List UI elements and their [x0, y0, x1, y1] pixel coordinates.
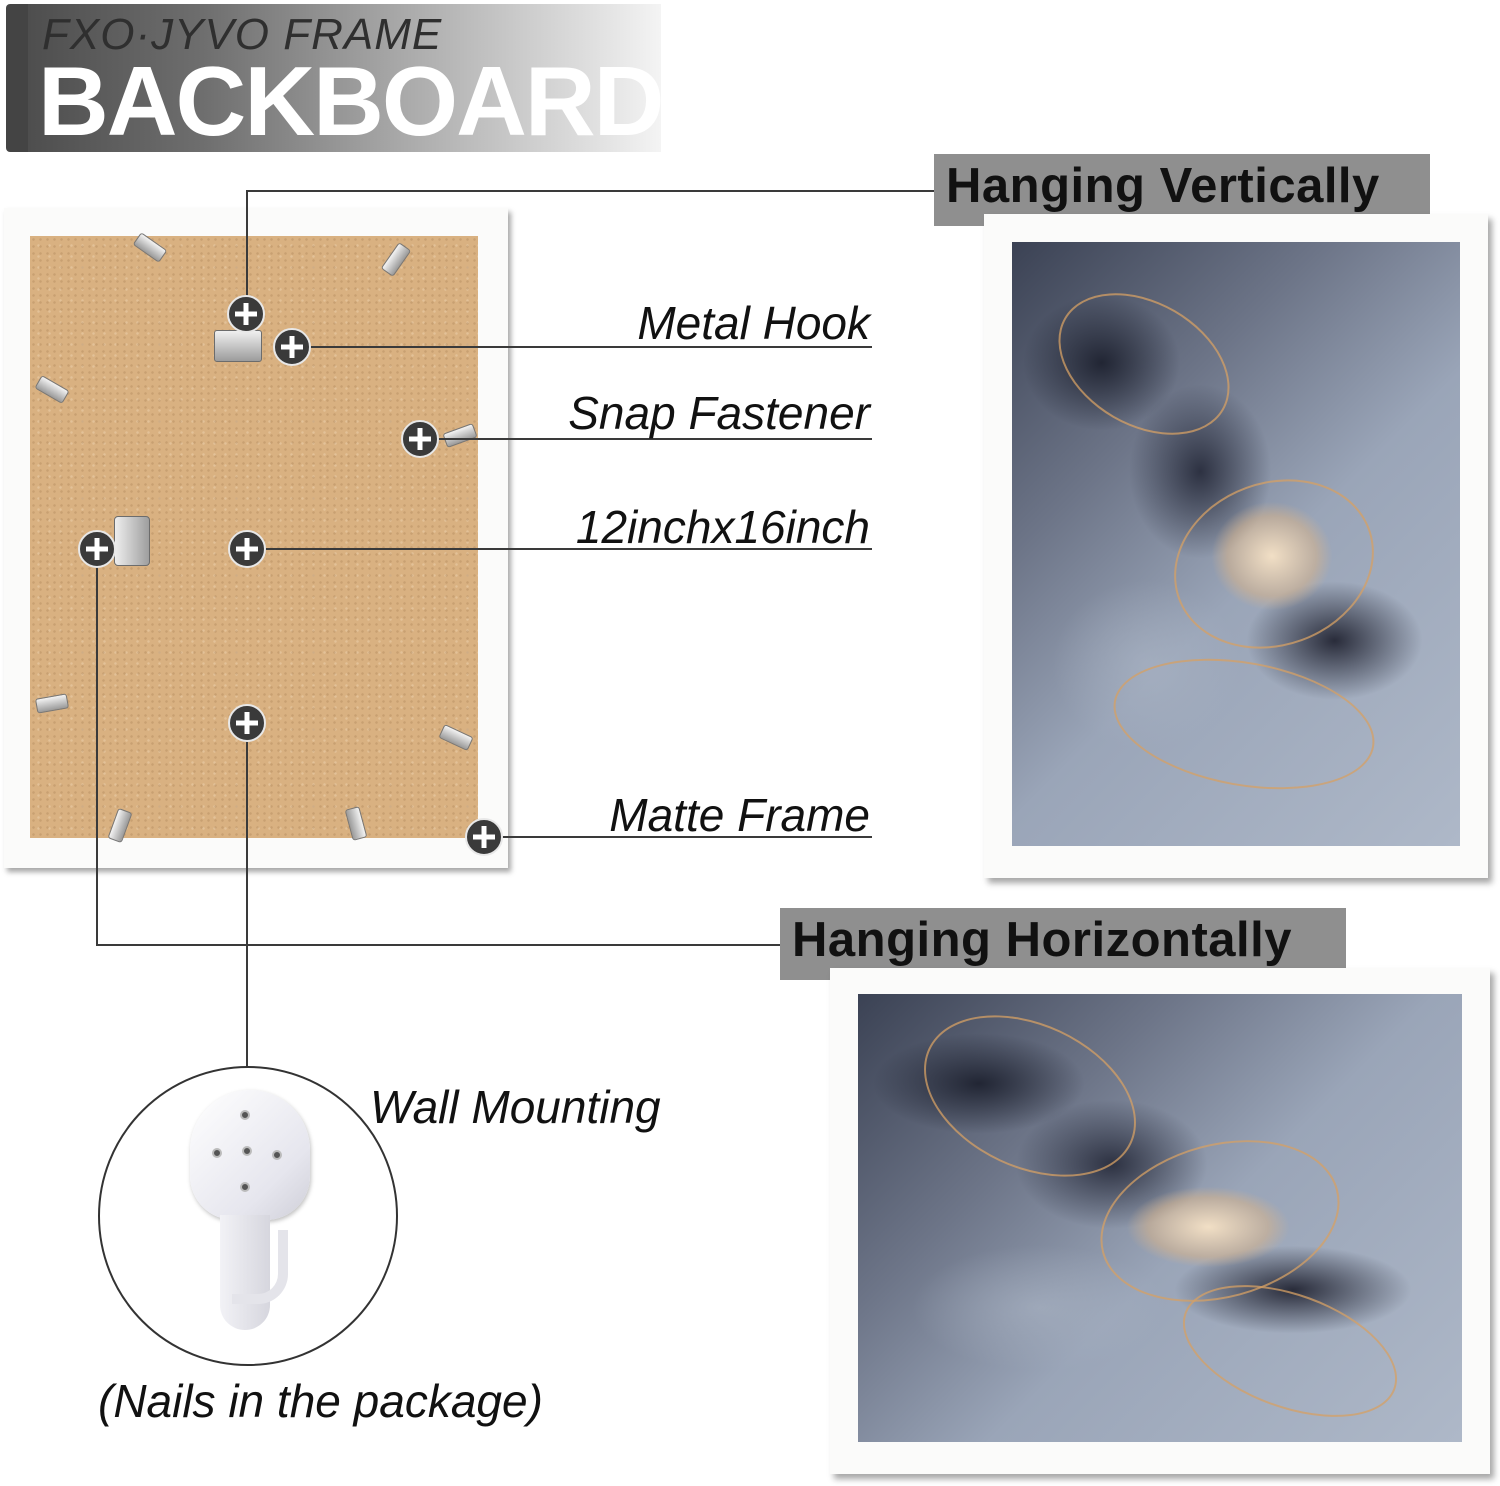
- marker-plus-icon: [228, 530, 266, 568]
- brand-name: FXO·JYVO FRAME: [42, 10, 443, 59]
- banner-accent: [6, 4, 28, 152]
- vertical-artwork: [1012, 242, 1460, 846]
- nail-pin-icon: [272, 1150, 282, 1160]
- leader-line: [420, 438, 872, 440]
- leader-line: [248, 548, 872, 550]
- wall-hook-icon: [190, 1090, 310, 1330]
- hook-curl: [232, 1230, 288, 1304]
- label-hanging-vertically: Hanging Vertically: [946, 159, 1380, 213]
- nail-pin-icon: [240, 1110, 250, 1120]
- marker-plus-icon: [401, 420, 439, 458]
- label-hanging-horizontally: Hanging Horizontally: [792, 913, 1292, 967]
- nail-pin-icon: [240, 1182, 250, 1192]
- page-title: BACKBOARD: [38, 46, 664, 156]
- leader-line: [96, 944, 782, 946]
- leader-line: [246, 722, 248, 1068]
- leader-line: [96, 548, 98, 946]
- callout-matte-frame: Matte Frame: [609, 789, 870, 841]
- marker-plus-icon: [78, 530, 116, 568]
- metal-hook-icon: [214, 330, 262, 362]
- marker-plus-icon: [228, 704, 266, 742]
- nail-pin-icon: [242, 1146, 252, 1156]
- leader-line: [246, 190, 934, 192]
- callout-size: 12inchx16inch: [575, 501, 870, 553]
- leader-line: [292, 346, 872, 348]
- callout-wall-mounting: Wall Mounting: [370, 1081, 661, 1133]
- callout-snap-fastener: Snap Fastener: [568, 387, 870, 439]
- nails-note: (Nails in the package): [98, 1375, 543, 1427]
- leader-line: [246, 190, 248, 314]
- horizontal-artwork: [858, 983, 1462, 1443]
- marker-plus-icon: [465, 818, 503, 856]
- header-banner: [6, 4, 661, 152]
- metal-hook-icon: [114, 516, 150, 566]
- marker-plus-icon: [227, 295, 265, 333]
- marker-plus-icon: [273, 328, 311, 366]
- leader-line: [484, 836, 872, 838]
- callout-metal-hook: Metal Hook: [637, 297, 870, 349]
- nail-pin-icon: [212, 1148, 222, 1158]
